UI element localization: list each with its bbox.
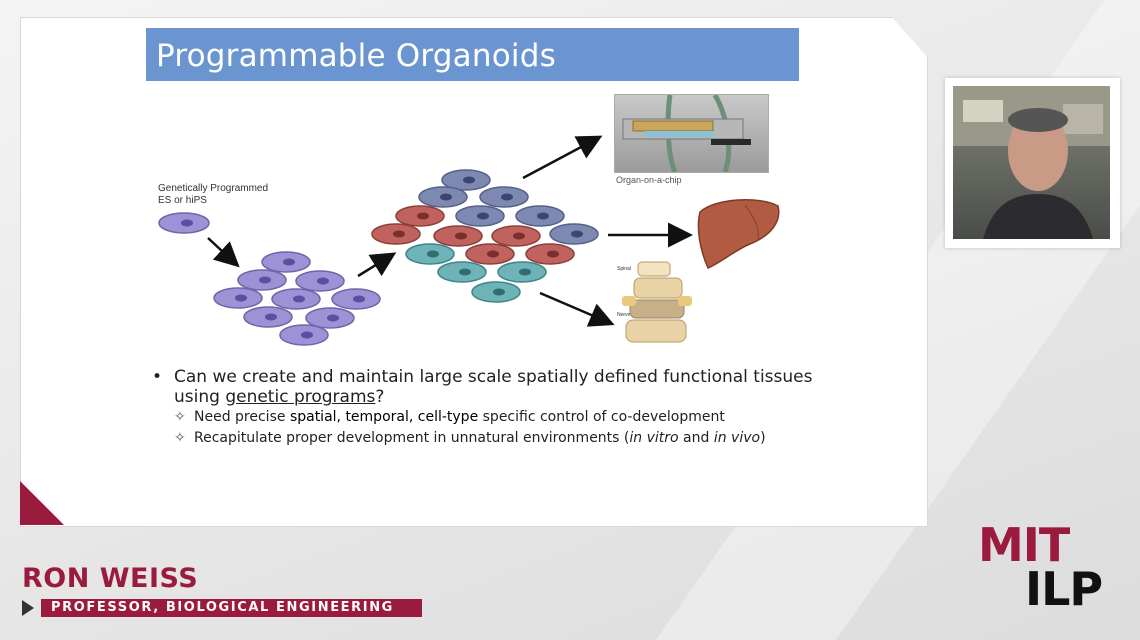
speaker-portrait-icon (953, 86, 1110, 239)
genetic-programs-link: genetic programs (225, 387, 376, 407)
cell-nucleus (293, 295, 305, 303)
play-icon (22, 600, 34, 616)
liver-image (697, 199, 780, 269)
main-bullet-suffix: ? (375, 387, 385, 407)
bullet-dot-icon: • (152, 367, 163, 387)
sub2-mid: and (678, 430, 714, 446)
cell-nucleus (393, 230, 405, 238)
main-bullet: • Can we create and maintain large scale … (152, 367, 813, 387)
slide-corner-accent (20, 481, 64, 525)
cell-nucleus (487, 250, 499, 258)
slide-title-bar: Programmable Organoids (146, 28, 799, 81)
main-bullet-prefix: using (174, 387, 226, 407)
organ-on-chip-image (614, 94, 769, 173)
logo-ilp: ILP (1025, 562, 1103, 616)
cell-nucleus (327, 314, 339, 322)
spine-label-nerve-root: Nerve (617, 312, 631, 318)
sparkle-bullet-icon: ✧ (174, 430, 186, 446)
cell-nucleus (463, 176, 475, 184)
logo-mit: MIT (978, 518, 1070, 572)
cell-nucleus (571, 230, 583, 238)
spine-label-spinal-cord: Spinal (617, 266, 631, 272)
spine-image (622, 261, 692, 343)
cell-nucleus (477, 212, 489, 220)
cell-nucleus (519, 268, 531, 276)
slide-title: Programmable Organoids (156, 38, 556, 74)
cell-label: Genetically Programmed ES or hiPS (158, 183, 268, 207)
webcam-video (953, 86, 1110, 239)
bullet-list: • Can we create and maintain large scale … (152, 367, 813, 449)
arrow-cluster-to-tissue (357, 252, 397, 278)
sparkle-bullet-icon: ✧ (174, 409, 186, 425)
cell-nucleus (501, 193, 513, 201)
speaker-role: PROFESSOR, BIOLOGICAL ENGINEERING (51, 600, 394, 615)
arrow-to-spine (539, 291, 615, 327)
cell-nucleus (459, 268, 471, 276)
differentiated-cell-cluster (371, 169, 599, 303)
sub2-suffix: ) (760, 430, 766, 446)
main-bullet-line2: using genetic programs? (152, 387, 813, 407)
cell-nucleus (427, 250, 439, 258)
cell-nucleus (317, 277, 329, 285)
sub2-prefix: Recapitulate proper development in unnat… (194, 430, 630, 446)
chip-caption: Organ-on-a-chip (616, 175, 682, 185)
cell-nucleus (440, 193, 452, 201)
sub-bullet-2: ✧ Recapitulate proper development in unna… (152, 428, 813, 449)
sub1-suffix: specific control of co-development (478, 409, 725, 425)
cell-nucleus (513, 232, 525, 240)
cell-label-line1: Genetically Programmed (158, 183, 269, 194)
cell-nucleus (493, 288, 505, 296)
cell-label-line2: ES or hiPS (158, 195, 207, 206)
mit-ilp-logo: MIT ILP (975, 522, 1110, 617)
sub2-italic-1: in vitro (629, 430, 679, 446)
arrow-stem-to-cluster (207, 237, 240, 268)
cell-nucleus (301, 331, 313, 339)
sub2-italic-2: in vivo (713, 430, 761, 446)
speaker-webcam (945, 78, 1120, 248)
chip-device-icon (622, 95, 751, 172)
cell-nucleus (537, 212, 549, 220)
single-stem-cell (158, 212, 210, 234)
cell-nucleus (547, 250, 559, 258)
cell-nucleus (455, 232, 467, 240)
speaker-role-bar: PROFESSOR, BIOLOGICAL ENGINEERING (41, 599, 422, 617)
sub1-prefix: Need precise (194, 409, 290, 425)
sub1-emphasis: spatial, temporal, cell-type (289, 409, 479, 425)
arrow-to-chip (522, 135, 603, 180)
cell-nucleus (417, 212, 429, 220)
speaker-name: RON WEISS (22, 563, 199, 594)
stem-cell-cluster (213, 251, 381, 346)
cell-nucleus (353, 295, 365, 303)
cell-nucleus (265, 313, 277, 321)
cell-nucleus (259, 276, 271, 284)
main-bullet-line1: Can we create and maintain large scale s… (174, 367, 813, 387)
sub-bullet-1: ✧ Need precise spatial, temporal, cell-ty… (152, 407, 813, 428)
cell-nucleus (235, 294, 247, 302)
cell-nucleus (283, 258, 295, 266)
